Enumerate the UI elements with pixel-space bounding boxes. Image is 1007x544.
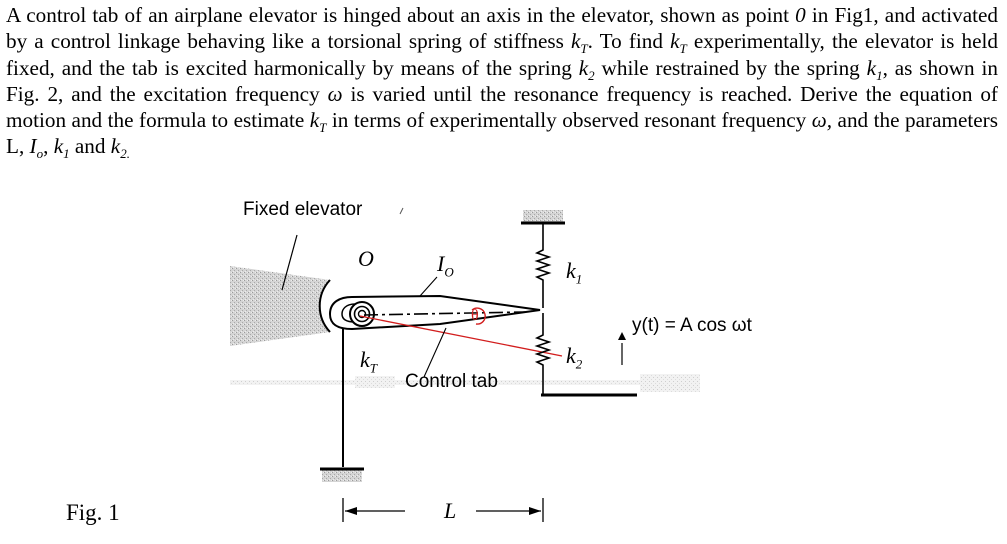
elevator-notch-outline — [318, 279, 331, 333]
ground-support-hatch — [322, 469, 362, 482]
symbol-I: I — [29, 134, 37, 159]
control-tab-leader-line — [423, 327, 447, 378]
kT-subscript: T — [369, 360, 377, 376]
symbol-sub: o — [36, 146, 44, 162]
kT-label: kT — [360, 347, 377, 376]
faint-patch-left — [355, 376, 395, 388]
problem-text: experimentally, the elevator is held fix… — [6, 29, 998, 80]
problem-text: in Fig1, and activated by a control link… — [6, 3, 999, 54]
length-l-label: L — [444, 498, 457, 523]
deflected-tab-line — [359, 315, 563, 357]
symbol-sub: T — [319, 120, 327, 136]
problem-text: A control tab of an airplane elevator is… — [6, 3, 796, 27]
problem-text: , as shown in Fig. 2, and the excitation… — [6, 55, 998, 106]
inertia-subscript: O — [444, 264, 454, 280]
symbol-k: k — [578, 55, 589, 80]
tab-centerline — [363, 311, 526, 316]
excitation-arrow-head — [618, 332, 626, 340]
inertia-label: IO — [437, 251, 454, 280]
fixed-elevator-body — [230, 266, 330, 346]
figure-caption: Fig. 1 — [66, 500, 120, 525]
point-zero: 0 — [795, 3, 806, 27]
figure-1: Fixed elevator O IO k1 k2 kT Control tab… — [0, 180, 1007, 544]
elevator-leader-line — [281, 234, 298, 291]
point-o-label: O — [358, 246, 374, 271]
k1-label: k1 — [566, 258, 583, 287]
k2-symbol: k — [566, 343, 576, 368]
problem-text: . To find — [587, 29, 671, 54]
dimension-arrow-right — [529, 507, 541, 515]
symbol-k: k — [110, 134, 121, 159]
problem-text: while restrained by the spring — [594, 55, 867, 80]
top-support-hatch — [523, 210, 563, 223]
symbol-k: k — [670, 29, 680, 54]
control-tab-airfoil-inner — [341, 303, 356, 323]
symbol-omega: ω, — [811, 108, 833, 133]
spring-k2 — [534, 313, 552, 394]
inertia-leader-line — [419, 276, 438, 297]
spring-k1 — [534, 223, 552, 308]
fixed-elevator-label: Fixed elevator — [243, 199, 363, 220]
k1-subscript: 1 — [575, 271, 583, 287]
symbol-k: k — [53, 134, 64, 159]
excitation-label: y(t) = A cos ωt — [632, 315, 752, 336]
symbol-k: k — [309, 108, 320, 133]
inertia-symbol: I — [437, 251, 445, 276]
problem-text: , — [43, 134, 54, 159]
symbol-sub: 2 — [588, 67, 595, 83]
theta-label: θ — [471, 307, 479, 324]
problem-text: and the parameters L, — [6, 108, 998, 159]
k2-label: k2 — [566, 343, 583, 372]
torsional-spring-middle — [353, 305, 371, 323]
faint-patch — [640, 374, 700, 392]
symbol-sub: T — [679, 41, 687, 57]
dimension-arrow-left — [345, 507, 357, 515]
k2-subscript: 2 — [575, 356, 583, 372]
control-tab-label: Control tab — [405, 371, 498, 392]
elevator-tick — [399, 207, 404, 215]
torsional-spring-inner — [357, 309, 367, 319]
theta-arc — [471, 307, 486, 325]
symbol-sub: 2. — [120, 146, 130, 162]
faint-baseline — [230, 380, 700, 385]
problem-text: and — [69, 134, 111, 159]
symbol-sub: T — [580, 41, 588, 57]
figure-drawing — [230, 207, 700, 522]
kT-symbol: k — [360, 347, 370, 372]
torsional-spring-outer — [349, 301, 375, 327]
symbol-sub: 1 — [63, 146, 70, 162]
problem-text: in terms of experimentally observed reso… — [326, 108, 812, 133]
symbol-omega: ω — [327, 81, 343, 106]
problem-text: is varied until the resonance frequency … — [6, 81, 998, 133]
symbol-sub: 1 — [876, 67, 883, 83]
symbol-k: k — [571, 29, 581, 54]
k1-symbol: k — [566, 258, 576, 283]
symbol-k: k — [866, 55, 877, 80]
problem-statement: A control tab of an airplane elevator is… — [6, 2, 999, 162]
